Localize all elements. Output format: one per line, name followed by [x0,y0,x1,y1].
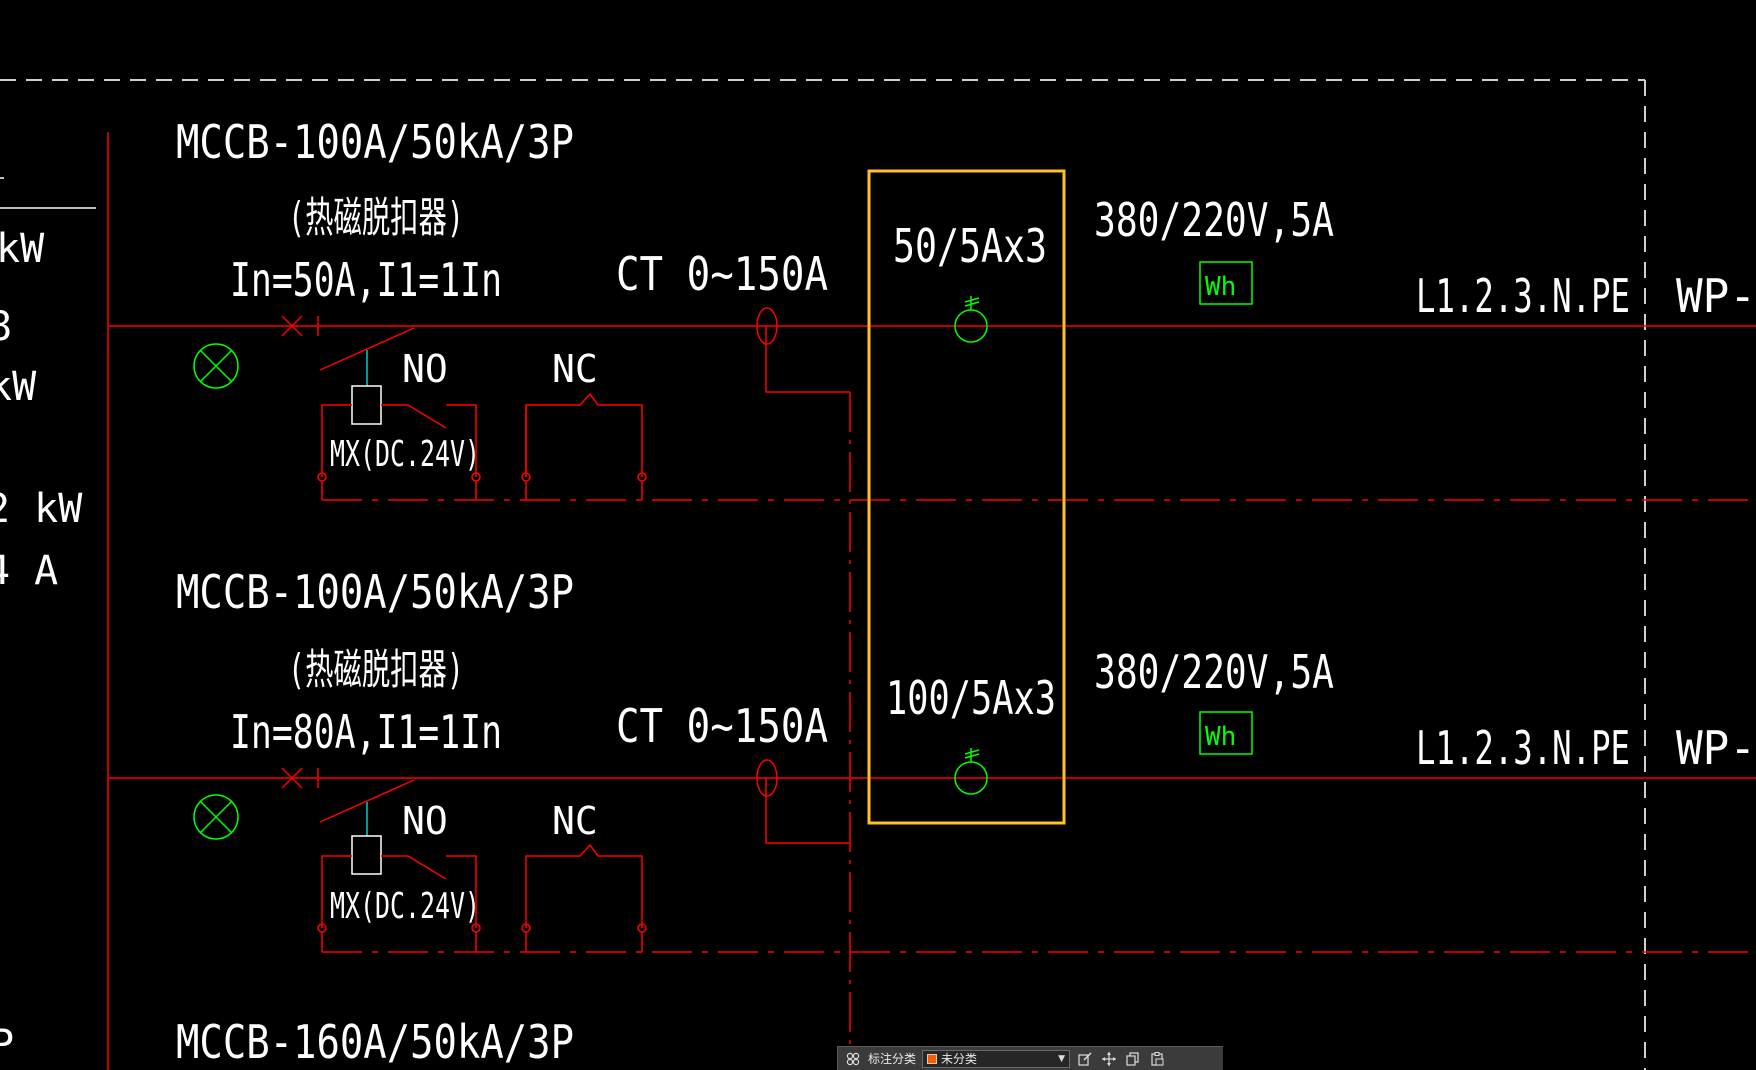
breaker-label-3: MCCB-160A/50kA/3P [176,1015,574,1069]
phases-label-2: L1.2.3.N.PE [1416,721,1630,775]
left-text-6: P [0,1022,14,1068]
breaker-symbol-icon-1 [281,315,415,371]
move-icon[interactable] [1100,1050,1118,1068]
meter-rating-label-2: 380/220V,5A [1094,645,1334,699]
circuit-2: MCCB-100A/50kA/3P (热磁脱扣器) In=80A,I1=1In … [108,565,1756,953]
ammeter-icon-2 [954,748,988,795]
annotation-toolbar: 标注分类 未分类 ▼ [837,1046,1223,1070]
ct-ratio-label-2: 100/5Ax3 [886,671,1056,725]
current-transformer-icon-1 [756,307,778,345]
breaker-symbol-icon-2 [281,767,415,823]
indicator-lamp-icon-2 [193,794,239,840]
left-cutoff-area: kW 8 kW 2 kW 4 A P [0,177,96,1068]
current-transformer-icon-2 [756,759,778,797]
setting-label-2: In=80A,I1=1In [230,705,502,759]
left-text-3: kW [0,364,37,410]
category-select[interactable]: 未分类 ▼ [922,1049,1071,1068]
setting-label-1: In=50A,I1=1In [230,253,502,307]
contact-nc-label-1: NC [552,347,598,391]
feeder-label-1: WP- [1676,269,1756,323]
chevron-down-icon: ▼ [1058,1053,1066,1064]
grid-icon[interactable] [844,1050,862,1068]
trip-type-label-2: (热磁脱扣器) [288,645,464,694]
trip-type-label-1: (热磁脱扣器) [288,193,464,242]
paste-icon[interactable] [1148,1050,1166,1068]
watt-hour-meter-icon-2 [1199,711,1253,755]
copy-icon[interactable] [1124,1050,1142,1068]
breaker-label-1: MCCB-100A/50kA/3P [176,115,574,169]
shunt-trip-coil-icon-2 [351,835,382,875]
watt-hour-label-2: Wh [1205,722,1236,752]
phases-label-1: L1.2.3.N.PE [1416,269,1630,323]
category-label: 标注分类 [868,1052,917,1066]
indicator-lamp-icon-1 [193,343,239,389]
shunt-trip-label-2: MX(DC.24V) [330,886,480,927]
shunt-trip-coil-icon-1 [351,385,382,425]
ct-ratio-label-1: 50/5Ax3 [893,219,1047,273]
left-text-1: kW [0,226,45,272]
control-wiring-2 [317,778,850,952]
watt-hour-label-1: Wh [1205,272,1236,302]
contact-nc-label-2: NC [552,799,598,843]
category-swatch [927,1053,938,1064]
meter-rating-label-1: 380/220V,5A [1094,193,1334,247]
category-select-value: 未分类 [941,1052,978,1066]
control-wiring-1 [317,326,850,500]
dashed-frame [0,79,1646,1070]
contact-no-label-1: NO [402,347,448,391]
left-text-5: 4 A [0,548,58,594]
watt-hour-meter-icon-1 [1199,261,1253,305]
breaker-label-2: MCCB-100A/50kA/3P [176,565,574,619]
ammeter-icon-1 [954,296,988,343]
edit-icon[interactable] [1076,1050,1094,1068]
contact-no-label-2: NO [402,799,448,843]
shunt-trip-label-1: MX(DC.24V) [330,434,480,475]
feeder-label-2: WP- [1676,721,1756,775]
left-text-2: 8 [0,304,12,350]
left-text-4: 2 kW [0,486,83,532]
selection-box[interactable] [867,169,1066,825]
circuit-1: MCCB-100A/50kA/3P (热磁脱扣器) In=50A,I1=1In … [108,115,1756,501]
ct-range-label-1: CT 0~150A [616,247,828,301]
ct-range-label-2: CT 0~150A [616,699,828,753]
